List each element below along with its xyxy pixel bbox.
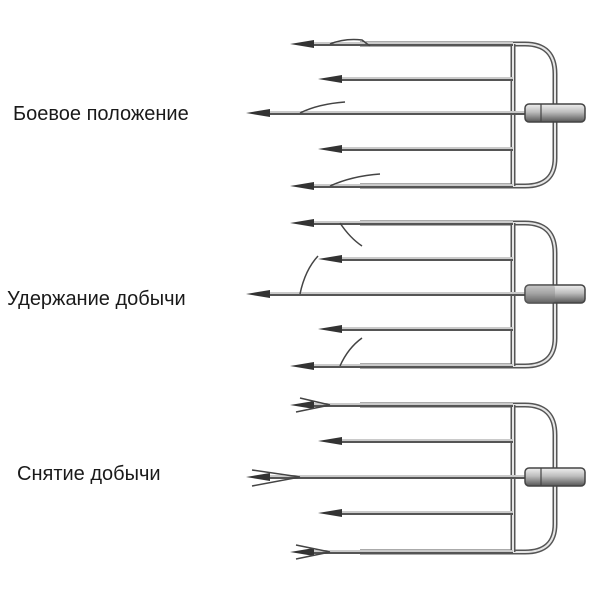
label-combat-position: Боевое положение [13,103,189,125]
spear-tip-combat-position-icon [246,38,586,190]
label-holding-catch: Удержание добычи [7,288,186,310]
spear-tip-holding-catch-icon [246,219,586,370]
spear-tip-removing-catch-icon [246,397,586,560]
label-removing-catch: Снятие добычи [17,463,161,485]
